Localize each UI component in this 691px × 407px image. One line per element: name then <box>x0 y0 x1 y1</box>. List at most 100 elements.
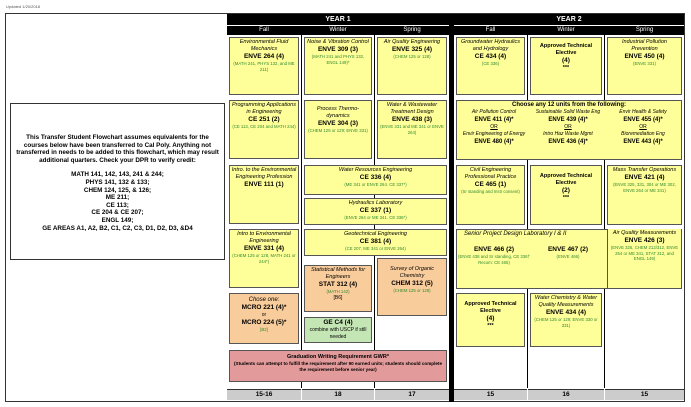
option-group-1: Air Pollution Control ENVE 411 (4)* OR E… <box>458 109 530 146</box>
course-title: Process Thermo-dynamics <box>316 106 360 119</box>
course-title: Industrial Pollution Prevention <box>622 39 667 52</box>
course-title: Programming Applications in Engineering <box>232 102 296 115</box>
tech-elective-3: Approved Technical Elective (4) *** <box>456 293 525 347</box>
elective-units: (2) <box>562 187 570 194</box>
course-enve309: Noise & Vibration Control ENVE 309 (3) (… <box>304 37 372 95</box>
option-title: Envir Health & Safety <box>619 109 667 115</box>
course-code: CE 337 (1) <box>359 207 392 214</box>
course-title: Hydraulics Laboratory <box>348 200 403 206</box>
course-prereq: (MATH 142) <box>326 289 350 294</box>
course-code: ENVE 421 (4) <box>624 174 665 181</box>
updated-date: Updated 1/20/2018 <box>6 4 41 9</box>
course-prereq: (MATH 241, PHYS 132, and ME 211) <box>233 61 295 72</box>
gwr-requirement: Graduation Writing Requirement GWR* (Stu… <box>229 350 447 382</box>
transfer-line: ME 211; <box>105 194 130 202</box>
course-code: ENVE 325 (4) <box>391 46 433 53</box>
elective-title: Approved Technical Elective <box>464 301 517 314</box>
transfer-line: ENGL 149; <box>101 216 134 224</box>
course-prereq: (CE 113, CE 204 and MATH 244) <box>232 124 296 129</box>
option-alt-code: ENVE 443 (4)* <box>623 138 663 145</box>
choose-title: Choose any 12 units from the following: <box>511 102 626 108</box>
year-divider <box>449 14 454 402</box>
course-title: Environmental Fluid Mechanics <box>239 39 289 52</box>
course-title: Geotechnical Engineering <box>344 231 407 237</box>
option-code: ENVE 439 (4)* <box>548 117 588 123</box>
column-separator <box>301 26 302 388</box>
transfer-line: PHYS 141, 132 & 133; <box>85 178 150 186</box>
course-title: Intro to Environmental Engineering <box>237 231 291 244</box>
course-code: ENVE 304 (3) <box>317 120 359 127</box>
term-header: Fall <box>227 26 301 35</box>
course-code: CE 251 (2) <box>248 116 280 123</box>
option-or: OR <box>564 124 572 130</box>
year-1-header: YEAR 1 <box>227 14 449 25</box>
option-code: ENVE 411 (4)* <box>474 117 514 123</box>
course-code: ENVE 434 (4) <box>545 309 587 316</box>
option-or: OR <box>639 124 647 130</box>
option-group-2: Sustainable Solid Waste Eng ENVE 439 (4)… <box>531 109 605 146</box>
senior-part-2: ENVE 467 (2) (ENVE 466) <box>530 246 606 265</box>
course-prereq: (ENVE 325, CHEM 212/312, ENVE 264 or ME … <box>610 245 679 261</box>
course-prereq: (ENVE 331 and ME 341 or ENVE 264) <box>380 124 444 135</box>
senior-part-1: ENVE 466 (2) (ENVE 438 and Sr standing, … <box>458 246 530 265</box>
course-enve438: Water & Wastewater Treatment Design ENVE… <box>377 100 447 159</box>
course-stat312: Statistical Methods for Engineers STAT 3… <box>304 265 372 312</box>
option-title: Air Pollution Control <box>471 109 517 115</box>
ge-tag: [B6] <box>333 294 343 301</box>
units-total: 15 <box>605 389 684 400</box>
course-prereq: (ENVE 466) <box>556 254 580 259</box>
course-title: Groundwater Hydraulics and Hydrology <box>461 39 520 52</box>
term-header: Winter <box>528 26 604 35</box>
elective-units: (4) <box>486 315 495 322</box>
senior-title: Senior Project Design Laboratory I & II <box>464 231 567 237</box>
elective-stars: *** <box>487 323 494 329</box>
term-header: Spring <box>375 26 449 35</box>
course-title: Statistical Methods for Engineers <box>310 267 366 280</box>
course-title: Survey of Organic Chemistry <box>389 266 435 279</box>
ge-c4: GE C4 (4) combine with USCP if still nee… <box>304 317 372 343</box>
course-prereq: (ENVE 331) <box>633 61 656 66</box>
course-code: CE 381 (4) <box>359 238 392 245</box>
flowchart-frame <box>5 13 685 402</box>
transfer-line: GE AREAS A1, A2, B2, C1, C2, C3, D1, D2,… <box>42 224 193 232</box>
option-title: Sustainable Solid Waste Eng <box>535 109 601 115</box>
course-code: ENVE 466 (2) <box>473 246 515 253</box>
course-prereq: (ENVE 438 and Sr standing, CE 336† Recom… <box>458 254 530 265</box>
course-prereq: (Sr standing and Instr consent) <box>461 189 520 194</box>
course-enve450: Industrial Pollution Prevention ENVE 450… <box>607 37 682 95</box>
course-title: Intro. to the Environmental Engineering … <box>231 167 297 180</box>
transfer-note-intro: This Transfer Student Flowchart assumes … <box>16 134 219 164</box>
option-or: OR <box>490 124 498 130</box>
transfer-line: CE 204 & CE 207; <box>91 209 144 217</box>
course-code: ENVE 426 (3) <box>624 237 665 244</box>
option-alt-code: ENVE 480 (4)* <box>474 138 514 145</box>
course-prereq: (CE 207, ME 341 or ENVE 264) <box>345 246 406 251</box>
gwr-note: (Students can attempt to fulfill the req… <box>233 361 443 372</box>
course-code: CE 465 (1) <box>474 181 507 188</box>
elective-stars: *** <box>562 65 570 71</box>
units-total: 15-16 <box>227 389 301 400</box>
course-code: ENVE 331 (4) <box>243 245 285 252</box>
course-title: Civil Engineering Professional Practice <box>464 167 517 180</box>
course-prereq: (CHEM 125 or 129; ENVE 330 or 331) <box>534 317 598 328</box>
mcro-choice: Chose one: MCRO 221 (4)* or MCRO 224 (5)… <box>229 293 299 344</box>
course-prereq: (CE 336) <box>481 61 500 66</box>
course-title: Noise & Vibration Control <box>307 39 369 45</box>
column-separator <box>527 26 528 388</box>
tech-elective-1: Approved Technical Elective (4) *** <box>530 37 602 95</box>
transfer-note: This Transfer Student Flowchart assumes … <box>10 103 225 260</box>
elective-title: Approved Technical Elective <box>539 43 593 56</box>
course-code: ENVE 309 (3) <box>317 46 359 53</box>
course-prereq: (CHEM 125 or 128) <box>393 54 431 59</box>
course-ce465: Civil Engineering Professional Practice … <box>456 165 525 225</box>
elective-units: (4) <box>562 57 570 64</box>
units-total: 18 <box>302 389 374 400</box>
course-code: ENVE 467 (2) <box>547 246 589 253</box>
course-ce337: Hydraulics Laboratory CE 337 (1) (ENVE 2… <box>304 198 447 225</box>
course-code: ENVE 450 (4) <box>624 53 665 60</box>
elective-stars: *** <box>562 195 570 201</box>
course-prereq: (CHEM 125 or 128) <box>393 288 431 293</box>
option-alt-title: Intro Haz Waste Mgmt <box>543 130 593 137</box>
course-enve426: Air Quality Measurements ENVE 426 (3) (E… <box>607 229 682 289</box>
course-enve331: Intro to Environmental Engineering ENVE … <box>229 229 299 288</box>
